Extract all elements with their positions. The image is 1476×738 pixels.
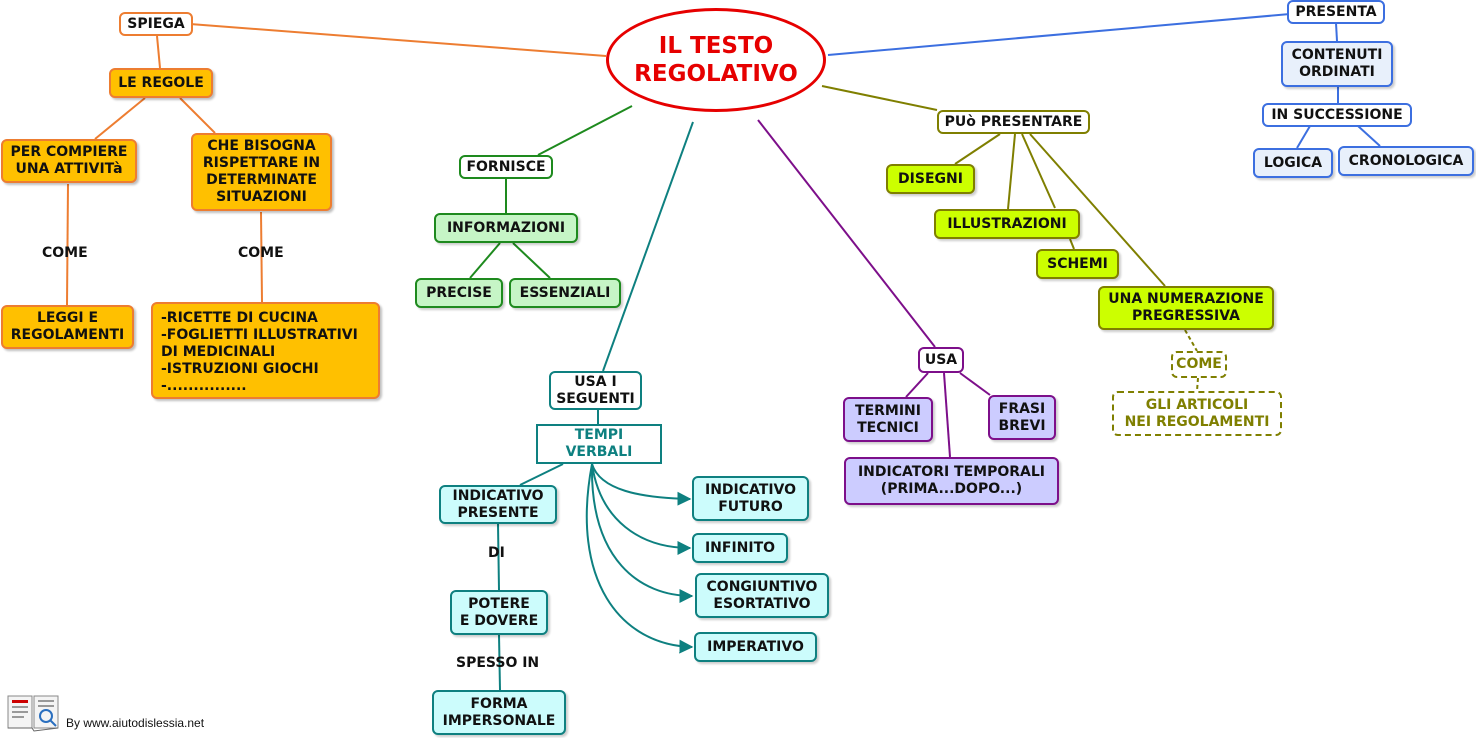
node-congiuntivo-esortativo[interactable]: CONGIUNTIVO ESORTATIVO xyxy=(695,573,829,618)
footer-credit: By www.aiutodislessia.net xyxy=(6,690,204,734)
node-numerazione-pregressiva[interactable]: UNA NUMERAZIONE PREGRESSIVA xyxy=(1098,286,1274,330)
node-presenta[interactable]: PRESENTA xyxy=(1287,0,1385,24)
link-label-come-1: COME xyxy=(42,245,88,261)
node-leggi-regolamenti[interactable]: LEGGI E REGOLAMENTI xyxy=(1,305,134,349)
node-come-dashed[interactable]: COME xyxy=(1171,351,1227,378)
node-disegni[interactable]: DISEGNI xyxy=(886,164,975,194)
node-puo-presentare[interactable]: PUò PRESENTARE xyxy=(937,110,1090,134)
node-indicativo-presente[interactable]: INDICATIVO PRESENTE xyxy=(439,485,557,524)
node-in-successione[interactable]: IN SUCCESSIONE xyxy=(1262,103,1412,127)
node-forma-impersonale[interactable]: FORMA IMPERSONALE xyxy=(432,690,566,735)
node-examples-list[interactable]: -RICETTE DI CUCINA -FOGLIETTI ILLUSTRATI… xyxy=(151,302,380,399)
node-informazioni[interactable]: INFORMAZIONI xyxy=(434,213,578,243)
node-fornisce[interactable]: FORNISCE xyxy=(459,155,553,179)
link-label-come-2: COME xyxy=(238,245,284,261)
link-label-di: DI xyxy=(488,545,505,561)
node-frasi-brevi[interactable]: FRASI BREVI xyxy=(988,395,1056,440)
footer-credit-text[interactable]: By www.aiutodislessia.net xyxy=(66,716,205,730)
node-che-bisogna[interactable]: CHE BISOGNA RISPETTARE IN DETERMINATE SI… xyxy=(191,133,332,211)
node-imperativo[interactable]: IMPERATIVO xyxy=(694,632,817,662)
node-per-compiere[interactable]: PER COMPIERE UNA ATTIVITà xyxy=(1,139,137,183)
link-label-spesso-in: SPESSO IN xyxy=(456,655,540,671)
node-usa[interactable]: USA xyxy=(918,347,964,373)
node-termini-tecnici[interactable]: TERMINI TECNICI xyxy=(843,397,933,442)
node-le-regole[interactable]: LE REGOLE xyxy=(109,68,213,98)
node-articoli-regolamenti[interactable]: GLI ARTICOLI NEI REGOLAMENTI xyxy=(1112,391,1282,436)
node-indicatori-temporali[interactable]: INDICATORI TEMPORALI (PRIMA...DOPO...) xyxy=(844,457,1059,505)
node-tempi-verbali[interactable]: TEMPI VERBALI xyxy=(536,424,662,464)
node-illustrazioni[interactable]: ILLUSTRAZIONI xyxy=(934,209,1080,239)
book-logo-icon xyxy=(7,695,59,732)
node-cronologica[interactable]: CRONOLOGICA xyxy=(1338,146,1474,176)
node-indicativo-futuro[interactable]: INDICATIVO FUTURO xyxy=(692,476,809,521)
node-infinito[interactable]: INFINITO xyxy=(692,533,788,563)
node-essenziali[interactable]: ESSENZIALI xyxy=(509,278,621,308)
node-contenuti-ordinati[interactable]: CONTENUTI ORDINATI xyxy=(1281,41,1393,87)
node-spiega[interactable]: SPIEGA xyxy=(119,12,193,36)
node-precise[interactable]: PRECISE xyxy=(415,278,503,308)
node-logica[interactable]: LOGICA xyxy=(1253,148,1333,178)
node-potere-dovere[interactable]: POTERE E DOVERE xyxy=(450,590,548,635)
node-schemi[interactable]: SCHEMI xyxy=(1036,249,1119,279)
central-topic[interactable]: IL TESTO REGOLATIVO xyxy=(606,8,826,112)
node-usa-i-seguenti[interactable]: USA I SEGUENTI xyxy=(549,371,642,410)
